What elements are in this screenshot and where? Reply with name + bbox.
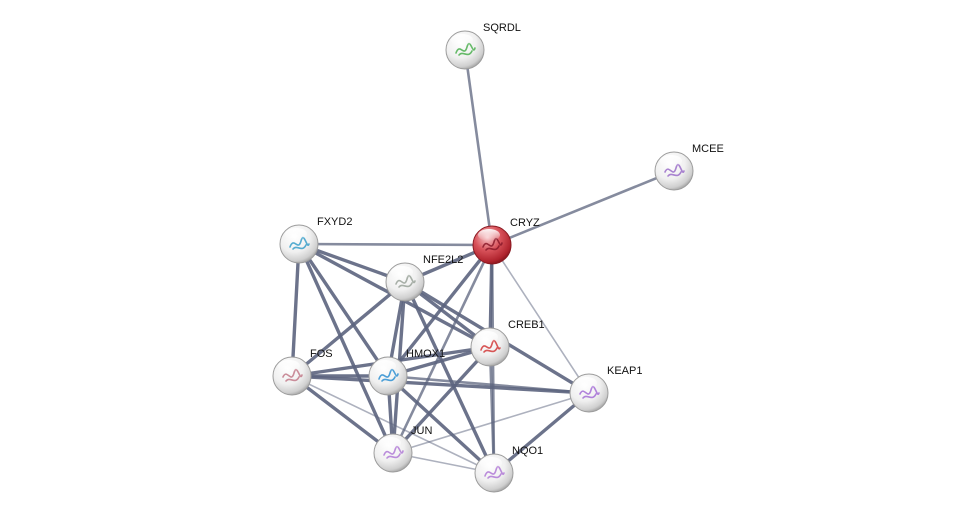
node-highlight xyxy=(285,228,307,240)
node-fos[interactable] xyxy=(272,356,312,396)
edge-hmox1-nqo1[interactable] xyxy=(386,374,496,475)
node-nqo1[interactable] xyxy=(474,453,514,493)
protein-structure-icon xyxy=(395,274,416,288)
node-fxyd2[interactable] xyxy=(279,224,319,264)
node-label-nfe2l2: NFE2L2 xyxy=(423,254,463,266)
edge-fos-nqo1[interactable] xyxy=(291,375,495,474)
node-highlight xyxy=(391,266,413,278)
edge-cryz-keap1[interactable] xyxy=(491,244,590,394)
node-highlight xyxy=(476,331,498,343)
node-highlight xyxy=(278,360,300,372)
edge-fxyd2-fos[interactable] xyxy=(290,242,301,378)
protein-structure-icon xyxy=(482,237,503,251)
edge-hmox1-keap1[interactable] xyxy=(386,374,591,395)
node-highlight xyxy=(660,155,682,167)
node-label-sqrdl: SQRDL xyxy=(483,22,521,34)
protein-structure-icon xyxy=(282,368,303,382)
node-label-fxyd2: FXYD2 xyxy=(317,216,352,228)
protein-structure-icon xyxy=(383,445,404,459)
edge-fxyd2-jun[interactable] xyxy=(297,242,395,455)
protein-structure-icon xyxy=(378,368,399,382)
node-highlight xyxy=(480,457,502,469)
edge-sqrdl-cryz[interactable] xyxy=(463,48,494,247)
protein-structure-icon xyxy=(484,465,505,479)
edge-keap1-nqo1[interactable] xyxy=(492,391,591,475)
node-label-fos: FOS xyxy=(310,348,333,360)
node-highlight xyxy=(451,34,473,46)
node-keap1[interactable] xyxy=(569,373,609,413)
edge-cryz-fxyd2[interactable] xyxy=(297,242,494,247)
node-hmox1[interactable] xyxy=(368,356,408,396)
node-highlight xyxy=(379,437,401,449)
edge-fxyd2-hmox1[interactable] xyxy=(297,242,390,378)
edge-nfe2l2-nqo1[interactable] xyxy=(403,280,496,475)
protein-structure-icon xyxy=(664,163,685,177)
edge-fos-keap1[interactable] xyxy=(290,374,591,395)
protein-structure-icon xyxy=(579,385,600,399)
protein-structure-icon xyxy=(480,339,501,353)
node-highlight xyxy=(478,229,500,241)
node-label-nqo1: NQO1 xyxy=(512,445,543,457)
protein-structure-icon xyxy=(455,42,476,56)
node-creb1[interactable] xyxy=(470,327,510,367)
node-cryz[interactable] xyxy=(472,225,512,265)
node-jun[interactable] xyxy=(373,433,413,473)
edge-creb1-nqo1[interactable] xyxy=(488,345,496,475)
node-nfe2l2[interactable] xyxy=(385,262,425,302)
edge-creb1-jun[interactable] xyxy=(391,345,492,455)
node-mcee[interactable] xyxy=(654,151,694,191)
edge-nfe2l2-fos[interactable] xyxy=(290,280,407,378)
protein-structure-icon xyxy=(289,236,310,250)
edge-mcee-cryz[interactable] xyxy=(490,169,676,247)
node-label-mcee: MCEE xyxy=(692,143,724,155)
edge-cryz-jun[interactable] xyxy=(391,243,494,455)
edge-jun-keap1[interactable] xyxy=(392,392,590,454)
node-sqrdl[interactable] xyxy=(445,30,485,70)
node-label-jun: JUN xyxy=(411,425,432,437)
node-label-hmox1: HMOX1 xyxy=(406,348,445,360)
node-label-creb1: CREB1 xyxy=(508,319,545,331)
node-highlight xyxy=(374,360,396,372)
node-label-keap1: KEAP1 xyxy=(607,365,642,377)
node-highlight xyxy=(575,377,597,389)
node-label-cryz: CRYZ xyxy=(510,217,540,229)
edge-fos-jun[interactable] xyxy=(290,374,395,455)
